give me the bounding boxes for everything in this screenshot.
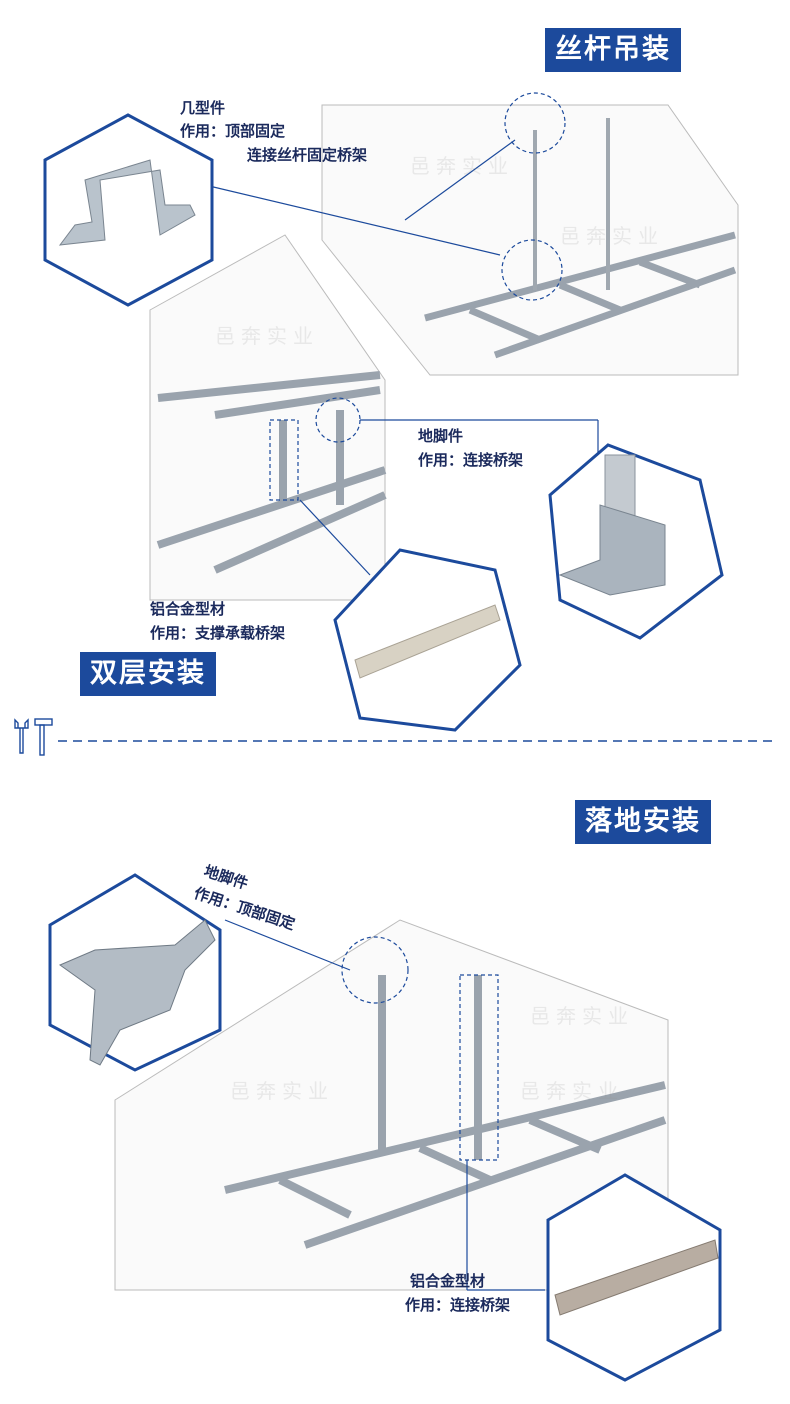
cable-tray-double: [156, 371, 387, 574]
part-name: 铝合金型材: [150, 600, 226, 618]
watermark: 邑奔实业: [230, 1079, 334, 1103]
watermark: 邑奔实业: [560, 224, 664, 248]
leader-lines: [204, 139, 599, 1291]
part-name: 铝合金型材: [410, 1272, 486, 1290]
part-desc: 作用：顶部固定: [180, 122, 286, 140]
watermark: 邑奔实业: [530, 1004, 634, 1028]
part-desc: 作用：连接桥架: [418, 451, 524, 469]
part-desc: 作用：连接桥架: [405, 1296, 511, 1314]
connector-image: [554, 1239, 719, 1316]
profile-image: [354, 604, 501, 679]
cable-tray-floor: [224, 975, 667, 1249]
double-photo-frame: [149, 234, 386, 601]
section-title-floor: 落地安装: [575, 800, 711, 844]
floor-photo-frame: [114, 919, 669, 1291]
part-name: 地脚件: [418, 427, 464, 445]
watermark: 邑奔实业: [520, 1079, 624, 1103]
part-name: 几型件: [180, 99, 226, 117]
watermark: 邑奔实业: [410, 154, 514, 178]
inset-hexagons: [43, 113, 724, 1382]
section-title-hanging: 丝杆吊装: [545, 28, 681, 72]
part-desc: 连接丝杆固定桥架: [247, 146, 368, 164]
tools-icon: [14, 718, 53, 756]
inset-z-bracket: [43, 113, 214, 307]
floor-foot-image: [58, 919, 216, 1066]
section-title-double: 双层安装: [80, 652, 216, 696]
z-bracket-image: [58, 159, 196, 246]
watermark: 邑奔实业: [215, 324, 319, 348]
part-desc: 作用：支撑承载桥架: [150, 624, 286, 642]
cable-tray-hanging: [424, 231, 737, 359]
threaded-rods: [533, 118, 610, 290]
foot-bracket-image: [558, 504, 666, 596]
